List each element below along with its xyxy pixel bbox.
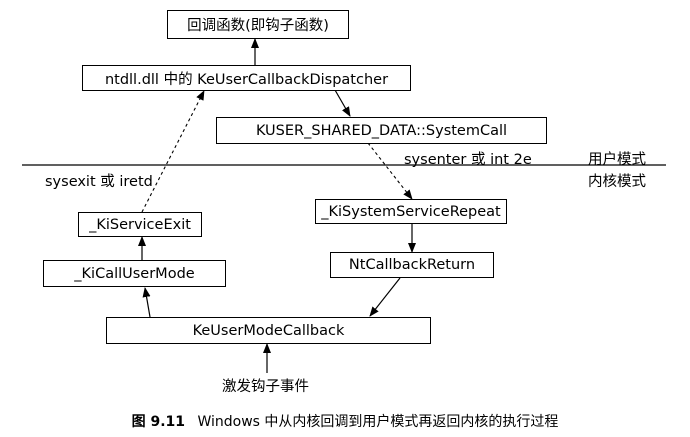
- ki-service-exit-box: _KiServiceExit: [78, 212, 202, 237]
- sysenter-label: sysenter 或 int 2e: [404, 152, 532, 168]
- arrow-dispatcher-to-systemcall: [334, 89, 351, 117]
- user-mode-label: 用户模式: [588, 152, 646, 168]
- figure-number: 图 9.11: [131, 414, 185, 430]
- arrow-sysexit: [141, 90, 205, 213]
- trigger-hook-event-label: 激发钩子事件: [222, 379, 309, 395]
- kernel-mode-label: 内核模式: [588, 174, 646, 190]
- sysexit-label: sysexit 或 iretd: [45, 174, 153, 190]
- ki-call-user-mode-box: _KiCallUserMode: [43, 260, 226, 287]
- callback-function-box: 回调函数(即钩子函数): [167, 10, 349, 39]
- figure-caption-text: Windows 中从内核回调到用户模式再返回内核的执行过程: [197, 414, 559, 430]
- systemcall-box: KUSER_SHARED_DATA::SystemCall: [216, 117, 547, 144]
- arrow-callback-to-callusermode: [142, 287, 151, 318]
- nt-callback-return-box: NtCallbackReturn: [330, 252, 494, 278]
- dispatcher-box: ntdll.dll 中的 KeUserCallbackDispatcher: [82, 65, 411, 91]
- ke-user-mode-callback-box: KeUserModeCallback: [106, 317, 431, 344]
- arrow-return-to-callback: [369, 277, 401, 317]
- ki-system-service-repeat-box: _KiSystemServiceRepeat: [315, 199, 507, 224]
- figure-caption: 图 9.11 Windows 中从内核回调到用户模式再返回内核的执行过程: [0, 411, 690, 431]
